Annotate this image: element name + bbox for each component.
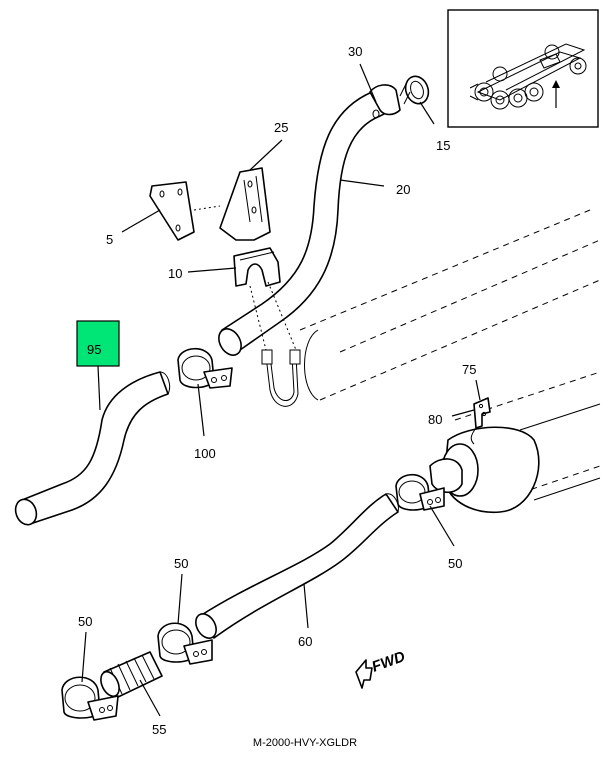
part-25-bracket — [219, 167, 271, 241]
locator-arrow-head — [552, 80, 560, 88]
leader-lines — [81, 63, 481, 717]
callout-5[interactable]: 5 — [106, 232, 113, 247]
part-95-lower-tailpipe — [14, 371, 171, 526]
callout-50-right[interactable]: 50 — [448, 556, 462, 571]
callout-15[interactable]: 15 — [436, 138, 450, 153]
part-10-saddle-clamp — [233, 247, 281, 287]
muffler — [429, 403, 601, 514]
callout-50-left[interactable]: 50 — [78, 614, 92, 629]
callout-100[interactable]: 100 — [194, 446, 216, 461]
part-5-bracket-plate — [149, 181, 221, 241]
callout-50-middle[interactable]: 50 — [174, 556, 188, 571]
callout-20[interactable]: 20 — [396, 182, 410, 197]
frame-rail-upper — [299, 209, 601, 401]
diagram-caption: M-2000-HVY-XGLDR — [252, 737, 358, 749]
part-50-clamp-right — [395, 473, 445, 511]
callout-60[interactable]: 60 — [298, 634, 312, 649]
callout-55[interactable]: 55 — [152, 722, 166, 737]
part-55-flex-bellows — [100, 651, 163, 699]
callout-75[interactable]: 75 — [462, 362, 476, 377]
part-100-clamp — [177, 347, 233, 389]
callout-95-label[interactable]: 95 — [87, 342, 101, 357]
locator-inset — [447, 9, 599, 128]
u-bolt — [249, 281, 301, 407]
callout-30[interactable]: 30 — [348, 44, 362, 59]
part-50-clamp-left — [61, 676, 119, 721]
part-60-intermediate-pipe — [195, 493, 399, 639]
fwd-indicator: FWD — [355, 648, 408, 689]
part-75-80-hanger — [470, 397, 491, 445]
callout-80[interactable]: 80 — [428, 412, 442, 427]
chassis-sketch — [469, 43, 587, 110]
part-15-clamp-ring — [399, 75, 430, 105]
part-50-clamp-middle — [157, 622, 213, 665]
callout-25[interactable]: 25 — [274, 120, 288, 135]
callout-10[interactable]: 10 — [168, 266, 182, 281]
part-20-upper-tailpipe — [218, 84, 401, 356]
fwd-label: FWD — [370, 648, 408, 676]
